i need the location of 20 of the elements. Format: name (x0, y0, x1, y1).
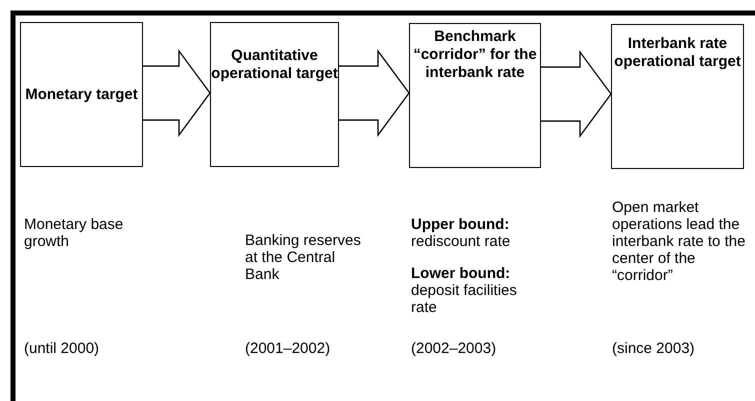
box-title: Interbank rate operational target (613, 35, 742, 71)
description-text: Upper bound: rediscount rate (411, 216, 512, 250)
description-text: Banking reserves at the Central Bank (245, 232, 362, 283)
description-text: Lower bound: deposit facilities rate (411, 265, 518, 316)
period-label: (until 2000) (24, 340, 100, 357)
box-title: Benchmark “corridor” for the interbank rate (412, 28, 538, 82)
period-label: (2001–2002) (245, 340, 332, 357)
process-box (611, 24, 744, 169)
block-arrow (142, 49, 211, 138)
period-label: (2002–2003) (411, 340, 498, 357)
block-arrow (540, 50, 612, 138)
description-text: Monetary base growth (24, 216, 124, 250)
box-title: Monetary target (25, 86, 138, 104)
description-text: Open market operations lead the interbank rate to the center of the “corridor” (612, 199, 746, 284)
process-box (210, 22, 339, 167)
box-title: Quantitative operational target (211, 47, 338, 83)
process-box (20, 22, 143, 167)
process-box (409, 23, 541, 168)
block-arrow (338, 49, 410, 138)
period-label: (since 2003) (612, 340, 696, 357)
